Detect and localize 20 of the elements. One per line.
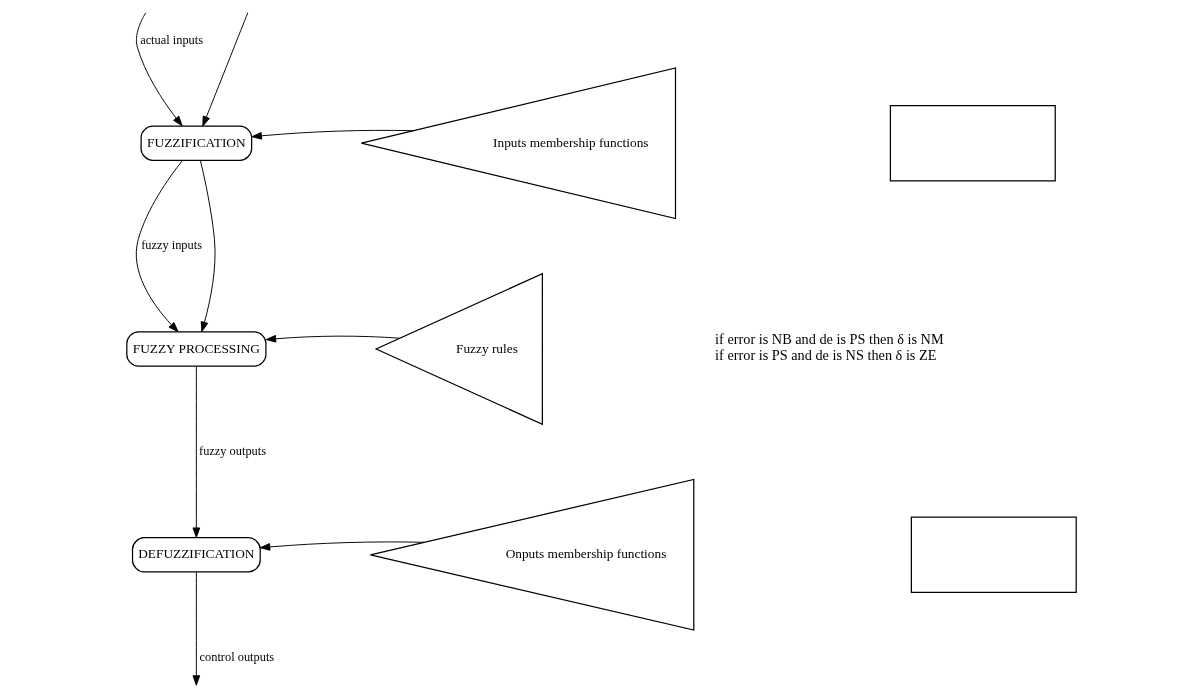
arrow [265,335,400,343]
edge-label: actual inputs [139,32,203,47]
edge-label: fuzzy inputs [140,238,202,253]
edge-label: control outputs [199,649,274,664]
node-box: FUZZY PROCESSING [125,331,267,367]
edge-label: fuzzy outputs [198,444,266,459]
node-box: DEFUZZIFICATION [131,537,261,573]
arrow [192,365,200,538]
arrow [192,571,200,686]
arrow [199,160,216,333]
label: if error is PS and de is NS then δ is ZE [714,347,936,364]
arrow [135,159,183,333]
arrow [201,12,248,127]
label: if error is NB and de is PS then δ is NM [714,331,944,348]
arrow [135,12,183,127]
arrow [259,541,425,551]
arrow [250,129,414,140]
node-box [910,516,1077,594]
node-box: FUZZIFICATION [140,125,252,161]
node-box [889,104,1056,182]
